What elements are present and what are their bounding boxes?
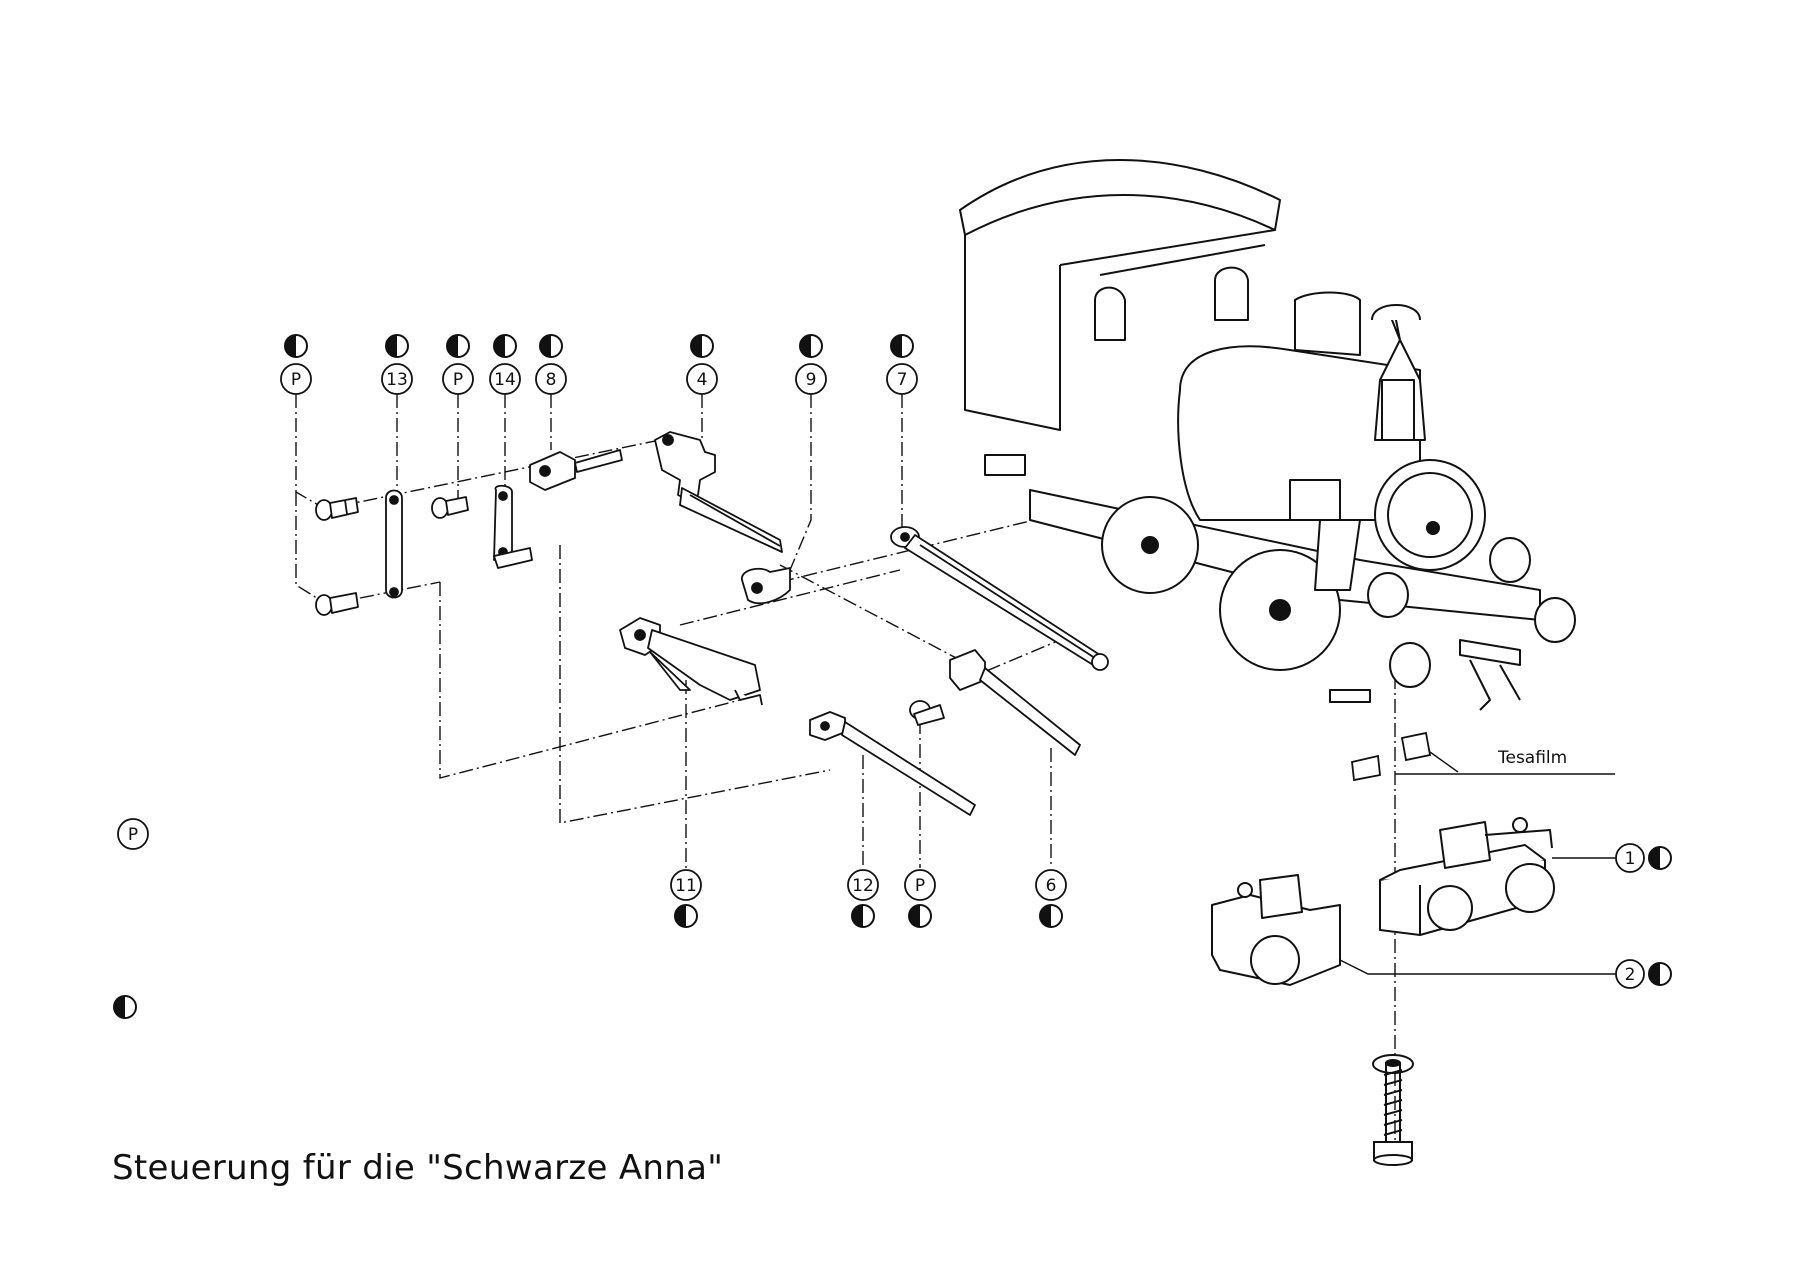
callout-8: 8 xyxy=(535,334,567,395)
callout-14: 14 xyxy=(489,334,521,395)
screw-p-bottom xyxy=(909,700,945,726)
callout-label: 9 xyxy=(806,370,817,390)
callout-1: 1 xyxy=(1615,843,1672,873)
diagram-caption: Steuerung für die "Schwarze Anna" xyxy=(112,1148,724,1188)
rod-7 xyxy=(890,526,1109,671)
tesafilm-label: Tesafilm xyxy=(1497,748,1567,768)
bell-crank-11 xyxy=(619,617,763,706)
link-bar-13 xyxy=(385,489,403,599)
callout-label: 4 xyxy=(697,370,708,390)
callout-p-top-1: P xyxy=(280,334,312,395)
crosshead-6 xyxy=(949,649,1081,756)
callout-p-bottom: P xyxy=(904,869,936,928)
slider-rod-12 xyxy=(809,711,976,816)
tesafilm-pieces xyxy=(1351,731,1432,782)
solid-leaders xyxy=(1339,751,1616,975)
callout-label: 2 xyxy=(1625,965,1636,985)
callout-label: 1 xyxy=(1625,849,1636,869)
screw-p-lower xyxy=(315,592,359,616)
callout-13: 13 xyxy=(381,334,413,395)
callout-label: 12 xyxy=(852,876,874,896)
callout-11: 11 xyxy=(670,869,702,928)
callout-9: 9 xyxy=(795,334,827,395)
callout-label: 8 xyxy=(546,370,557,390)
callout-4: 4 xyxy=(686,334,718,395)
legend-p-symbol: P xyxy=(117,818,149,850)
callout-label: 13 xyxy=(386,370,408,390)
crank-9 xyxy=(741,567,791,605)
callout-7: 7 xyxy=(886,334,918,395)
motor-block-1 xyxy=(1379,817,1555,936)
washer xyxy=(1372,1054,1414,1074)
link-14 xyxy=(493,484,533,569)
motor-block-2 xyxy=(1211,874,1341,986)
callout-label: P xyxy=(291,370,301,390)
crank-8 xyxy=(529,449,623,491)
callout-p-top-2: P xyxy=(442,334,474,395)
valve-gear-parts xyxy=(315,431,1109,816)
callout-label: 11 xyxy=(675,876,697,896)
callout-label: P xyxy=(915,876,925,896)
locomotive-body xyxy=(959,159,1576,711)
callout-12: 12 xyxy=(847,869,879,928)
mounting-screw xyxy=(1373,1062,1413,1166)
callout-6: 6 xyxy=(1035,869,1067,928)
half-moon-icon xyxy=(113,995,137,1019)
callout-label: 7 xyxy=(897,370,908,390)
screw-p-upper xyxy=(315,497,359,521)
callout-label: P xyxy=(453,370,463,390)
svg-text:P: P xyxy=(128,825,138,845)
bracket-4 xyxy=(654,431,783,553)
pin-p xyxy=(431,496,469,519)
callout-label: 14 xyxy=(494,370,516,390)
callout-label: 6 xyxy=(1046,876,1057,896)
callout-2: 2 xyxy=(1615,959,1672,989)
assembly-leader-lines xyxy=(295,394,1396,1150)
